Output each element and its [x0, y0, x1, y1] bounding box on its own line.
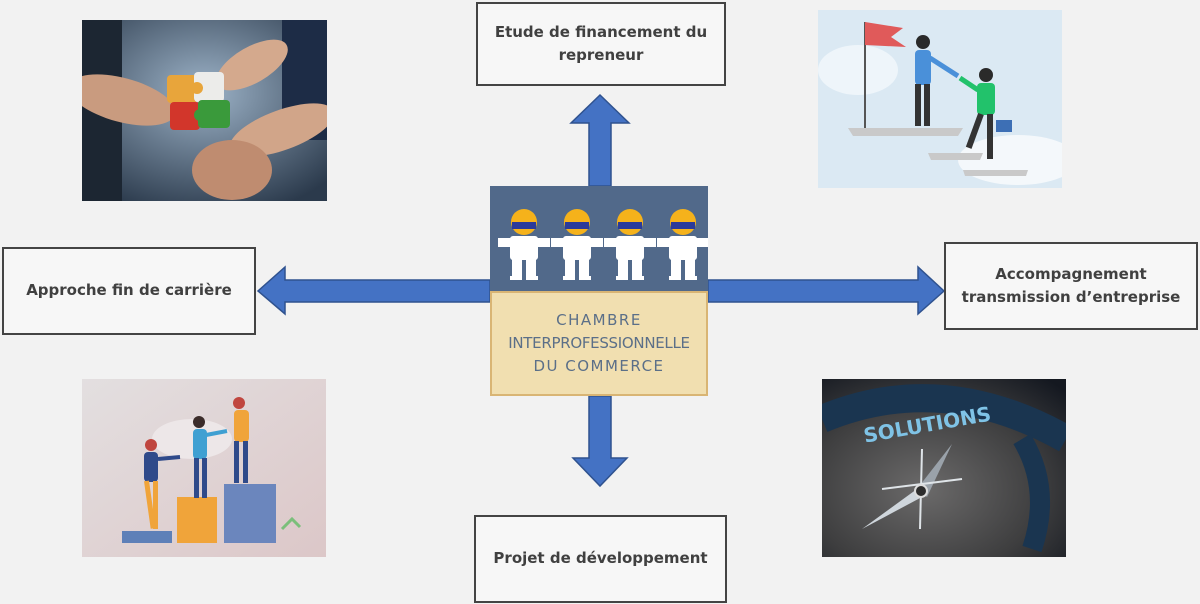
box-transmission-support: Accompagnement transmission d’entreprise	[944, 242, 1198, 330]
logo-figure	[551, 209, 603, 280]
box-left-line-1: Approche fin de carrière	[26, 281, 232, 300]
solutions-compass-image: SOLUTIONS	[822, 379, 1066, 557]
box-bottom-line-1: Projet de développement	[493, 549, 708, 568]
people-climbing-blocks-image	[82, 379, 326, 557]
box-right-line-1: Accompagnement	[995, 264, 1147, 283]
logo-figures-panel	[490, 186, 709, 291]
helping-hand-climb-steps-image	[818, 10, 1062, 188]
box-end-of-career: Approche fin de carrière	[2, 247, 256, 335]
logo-figures-icon	[498, 209, 709, 280]
logo-line-3: DU COMMERCE	[533, 357, 665, 375]
box-development-project: Projet de développement	[474, 515, 727, 603]
box-financing-study: Etude de financement du repreneur	[476, 2, 726, 86]
hands-puzzle-pieces-image	[82, 20, 327, 201]
box-right-line-2: transmission d’entreprise	[961, 288, 1181, 306]
arrow-up	[569, 93, 631, 187]
arrow-right	[707, 265, 946, 316]
chamber-logo: CHAMBRE INTERPROFESSIONNELLE DU COMMERCE	[490, 186, 709, 396]
logo-figure	[498, 209, 550, 280]
box-top-line-1: Etude de financement du	[494, 22, 708, 41]
box-top-line-2: repreneur	[558, 46, 644, 64]
arrow-down	[571, 395, 629, 488]
logo-text-panel: CHAMBRE INTERPROFESSIONNELLE DU COMMERCE	[490, 291, 708, 396]
arrow-left	[256, 265, 491, 316]
logo-figure	[604, 209, 656, 280]
logo-line-1: CHAMBRE	[556, 311, 642, 329]
logo-figure	[657, 209, 709, 280]
logo-line-2: INTERPROFESSIONNELLE	[508, 334, 690, 352]
